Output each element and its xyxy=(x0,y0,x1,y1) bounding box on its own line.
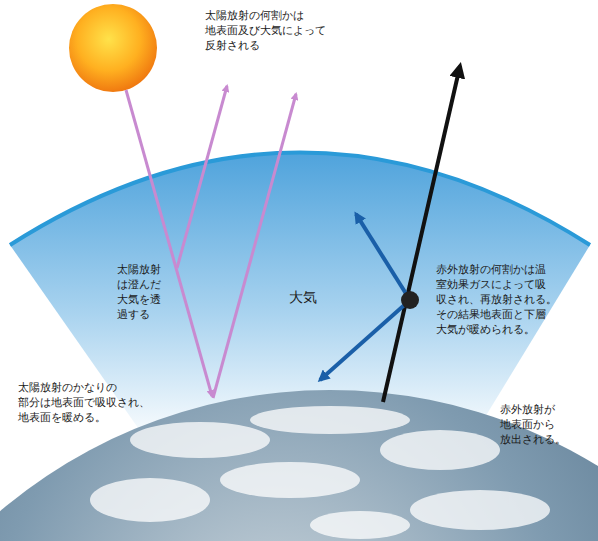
infrared-arrow xyxy=(383,66,460,402)
note-label: 太陽放射 は澄んだ 大気を透 過する xyxy=(117,262,168,322)
solar-rays xyxy=(126,86,296,398)
clouds xyxy=(90,406,550,539)
reemission-arrow xyxy=(356,214,410,300)
atmosphere-edge xyxy=(10,153,590,246)
note-label: 太陽放射のかなりの 部分は地表面で吸収され、 地表面を暖める。 xyxy=(18,380,157,425)
note-label: 大気 xyxy=(289,288,325,307)
greenhouse-gas-dot xyxy=(401,291,419,309)
note-label: 赤外放射の何割かは温 室効果ガスによって吸 収され、再放射される。 その結果地表… xyxy=(436,262,564,337)
note-label: 太陽放射の何割かは 地表面及び大気によって 反射される xyxy=(205,8,333,53)
sun xyxy=(69,4,157,92)
reemission-arrow xyxy=(320,300,410,380)
note-label: 赤外放射が 地表面から 放出される。 xyxy=(500,402,573,447)
